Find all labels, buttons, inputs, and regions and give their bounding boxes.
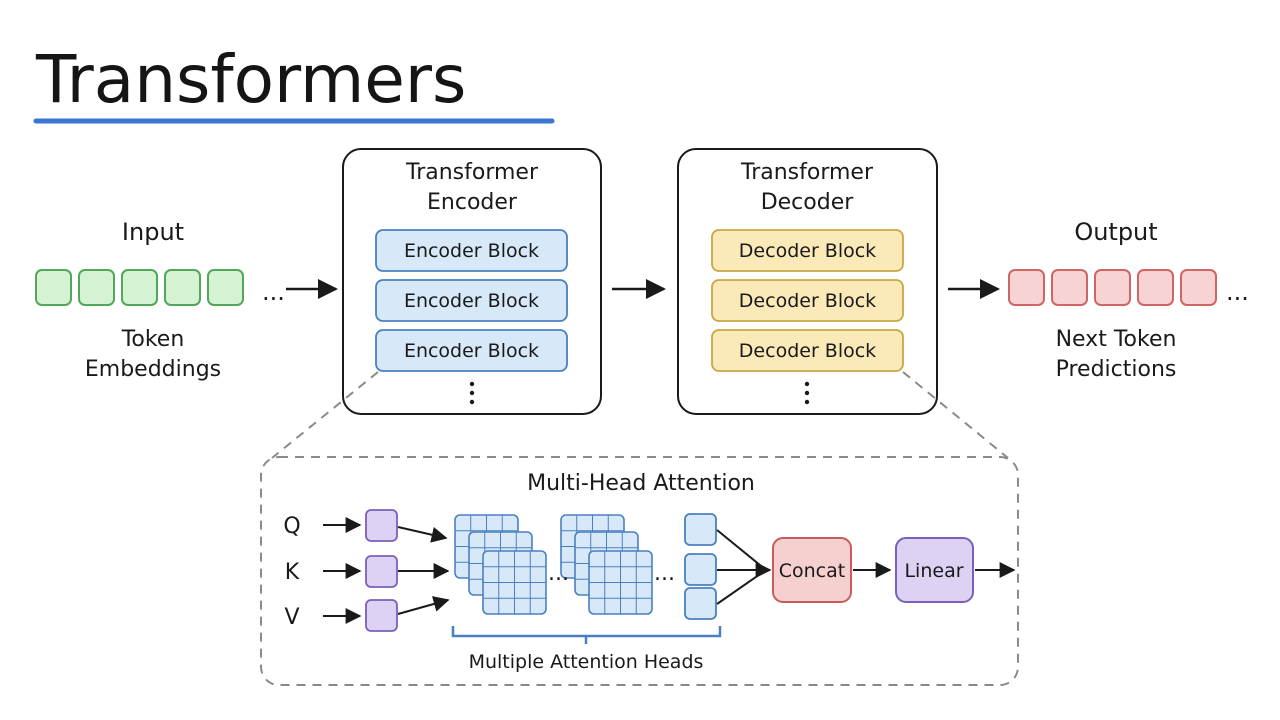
heads-to-concat-arrows	[716, 529, 772, 605]
decoder-title-line2: Decoder	[761, 190, 855, 215]
output-caption-line2: Predictions	[1056, 357, 1177, 382]
input-caption-line2: Embeddings	[85, 357, 221, 382]
concat-box	[772, 537, 852, 603]
encoder-block	[375, 229, 568, 272]
output-token-row	[1008, 269, 1217, 306]
encoder-block-label: Encoder Block	[404, 340, 539, 362]
value-projection-box	[365, 599, 398, 632]
qkv-projection-boxes	[365, 509, 398, 632]
head-output-box	[684, 587, 717, 620]
input-ellipsis: ...	[262, 278, 285, 306]
linear-box	[895, 537, 974, 603]
page-title: Transformers	[35, 41, 466, 118]
zoom-connector-left	[271, 371, 379, 459]
decoder-block-label: Decoder Block	[739, 240, 876, 262]
attention-title: Multi-Head Attention	[527, 471, 755, 496]
linear-label: Linear	[904, 560, 963, 582]
input-token-row	[35, 269, 244, 306]
head-output-box	[684, 513, 717, 546]
head-output-boxes	[684, 513, 717, 620]
output-token	[1094, 269, 1131, 306]
attention-matrix	[482, 550, 547, 615]
heads-ellipsis: ...	[548, 561, 569, 586]
attention-head-grids	[454, 514, 653, 615]
output-token	[1137, 269, 1174, 306]
projection-to-heads-arrows	[397, 526, 450, 615]
decoder-title-line1: Transformer	[740, 160, 874, 185]
heads-caption: Multiple Attention Heads	[469, 651, 704, 673]
input-caption-line1: Token	[121, 327, 185, 352]
input-token	[121, 269, 158, 306]
query-projection-box	[365, 509, 398, 542]
input-label: Input	[122, 218, 184, 246]
qkv-input-arrows	[323, 517, 362, 624]
zoom-connector-right	[902, 371, 1009, 459]
decoder-block-label: Decoder Block	[739, 290, 876, 312]
concat-label: Concat	[779, 560, 845, 582]
decoder-block-label: Decoder Block	[739, 340, 876, 362]
encoder-block-label: Encoder Block	[404, 290, 539, 312]
output-token	[1180, 269, 1217, 306]
decoder-vertical-ellipsis-icon	[804, 381, 810, 405]
value-label: V	[284, 605, 299, 630]
key-projection-box	[365, 555, 398, 588]
encoder-title-line1: Transformer	[405, 160, 539, 185]
decoder-block	[711, 279, 904, 322]
key-label: K	[285, 560, 300, 585]
output-caption-line1: Next Token	[1056, 327, 1177, 352]
heads-bracket	[451, 626, 722, 644]
outputs-ellipsis: ...	[654, 561, 675, 586]
output-token	[1051, 269, 1088, 306]
encoder-vertical-ellipsis-icon	[469, 381, 475, 405]
attention-matrix	[588, 550, 653, 615]
encoder-title-line2: Encoder	[427, 190, 518, 215]
output-ellipsis: ...	[1226, 278, 1249, 306]
input-token	[35, 269, 72, 306]
encoder-block	[375, 329, 568, 372]
output-token	[1008, 269, 1045, 306]
decoder-block	[711, 229, 904, 272]
encoder-block-label: Encoder Block	[404, 240, 539, 262]
encoder-block	[375, 279, 568, 322]
input-token	[207, 269, 244, 306]
query-label: Q	[283, 514, 300, 539]
head-output-box	[684, 553, 717, 586]
output-label: Output	[1074, 218, 1157, 246]
decoder-block	[711, 329, 904, 372]
input-token	[164, 269, 201, 306]
attention-panel	[260, 456, 1019, 686]
input-token	[78, 269, 115, 306]
